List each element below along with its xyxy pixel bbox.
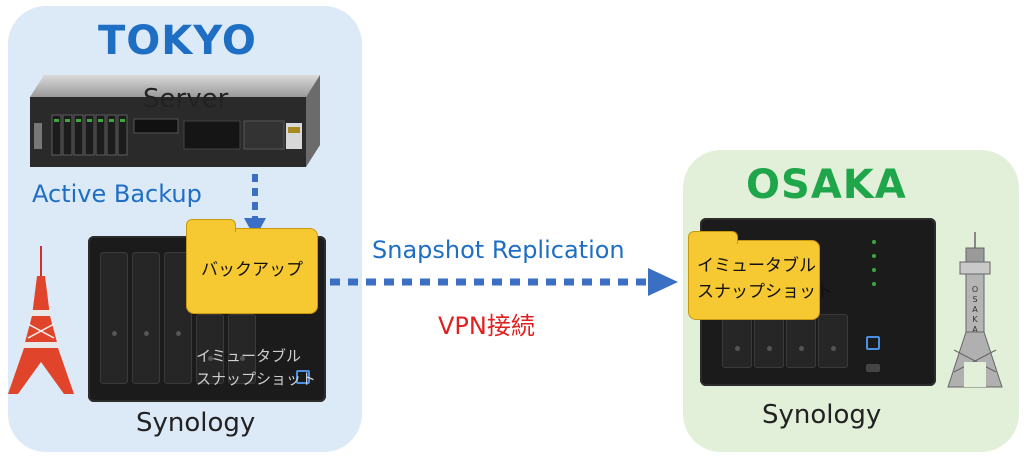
tokyo-synology-label: Synology [136,408,256,438]
drive-bay [722,314,752,368]
snapshot-folder-icon: イミュータブル スナップショット [688,231,833,320]
status-led-icon [872,240,876,244]
osaka-folder-label-2: スナップショット [697,282,833,302]
svg-text:A: A [972,325,978,334]
drive-bay [100,252,128,384]
tokyo-snapshot-label-1: イミュータブル [196,347,302,365]
svg-text:A: A [972,305,978,314]
drive-bay [196,314,224,384]
server-label: Server [143,84,229,114]
backup-folder-icon: バックアップ [186,219,318,314]
tokyo-title: TOKYO [98,18,257,64]
status-led-icon [872,268,876,272]
status-led-icon [872,254,876,258]
power-button-icon [296,370,310,384]
osaka-folder-label-1: イミュータブル [697,256,816,276]
usb-port-icon [866,364,880,372]
backup-folder-label: バックアップ [201,260,303,280]
active-backup-label: Active Backup [32,180,202,208]
svg-text:S: S [972,295,977,304]
replication-method-label: Snapshot Replication [372,236,625,264]
drive-bay [132,252,160,384]
tokyo-snapshot-label-2: スナップショット [196,370,317,388]
replication-arrow-icon [330,268,678,296]
drive-bay [754,314,784,368]
vpn-connection-label: VPN接続 [438,312,535,340]
power-button-icon [866,336,880,350]
tokyo-tower-icon [8,246,74,394]
drive-bay [818,314,848,368]
tsutenkaku-tower-icon: O S A K A [947,232,1003,388]
status-led-icon [872,282,876,286]
svg-text:K: K [972,315,978,324]
drive-bay [786,314,816,368]
osaka-title: OSAKA [746,162,907,208]
svg-text:O: O [972,285,978,294]
osaka-synology-label: Synology [762,400,882,430]
rack-server-icon [30,75,320,167]
drive-bay [228,314,256,384]
